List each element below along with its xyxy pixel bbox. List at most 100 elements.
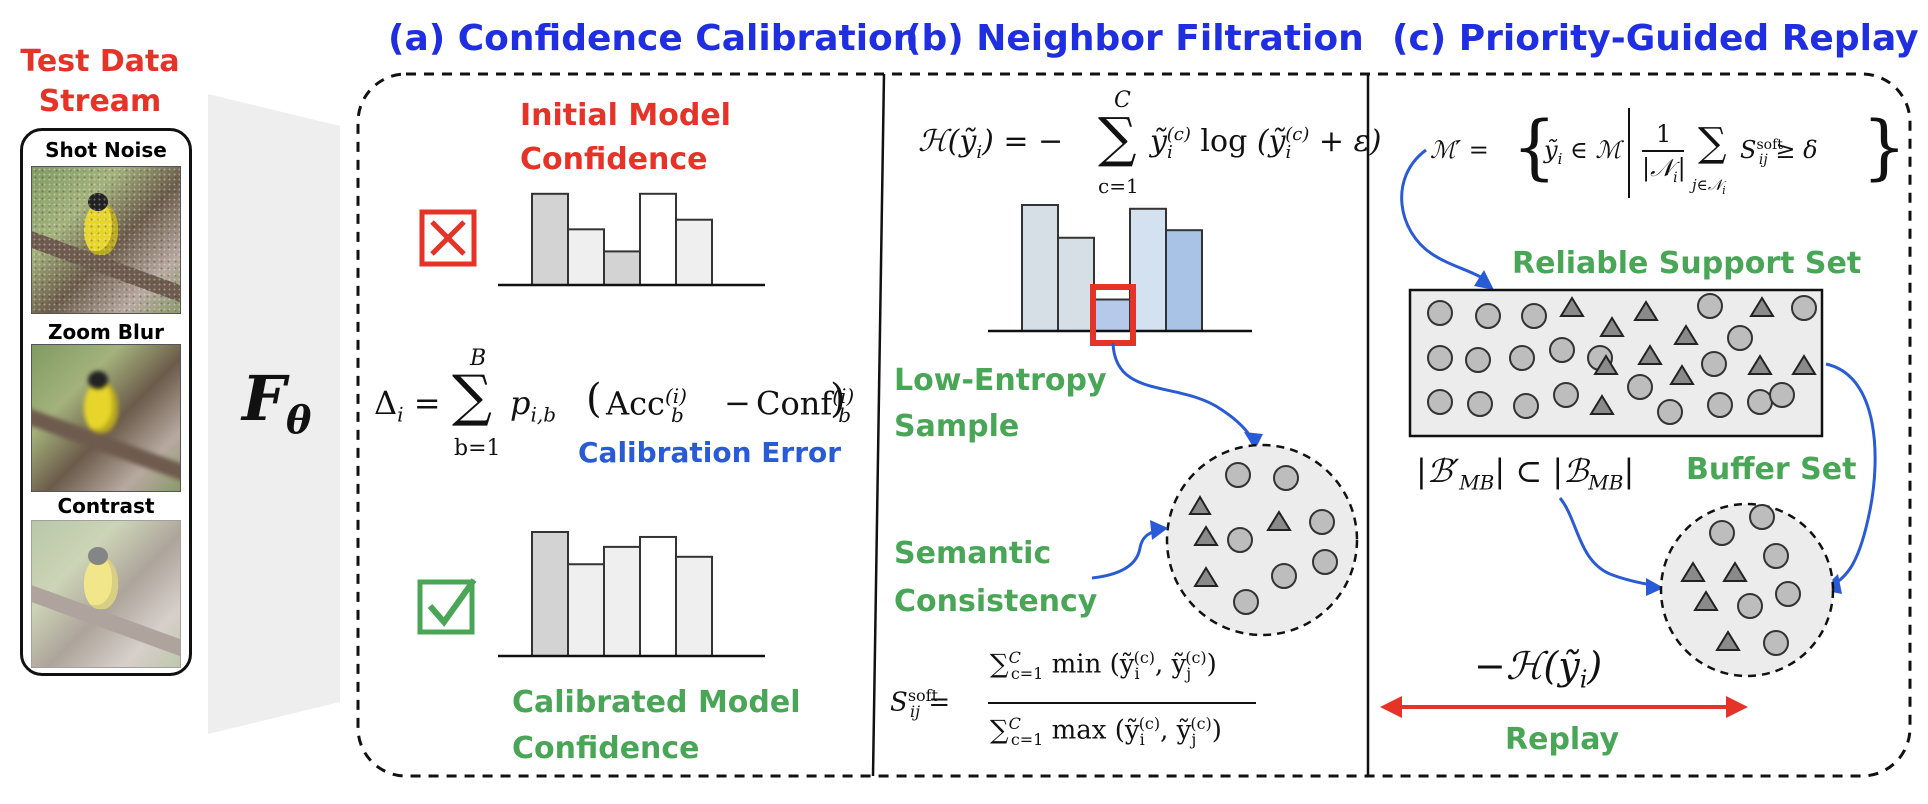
formula-conf: Conf(i)b: [756, 384, 855, 428]
semantic-line1: Semantic: [894, 536, 1052, 571]
histogram-bar: [1165, 229, 1203, 332]
correct-icon: [417, 578, 477, 635]
panel-c-heading: (c) Priority-Guided Replay: [1392, 18, 1919, 59]
stream-title: Test Data Stream: [20, 42, 180, 122]
soft-fraction-bar: [988, 702, 1256, 704]
memory-similarity: Ssoftij ≥ δ: [1740, 136, 1818, 168]
entropy-sigma: ∑: [1098, 106, 1137, 169]
memory-brace-open: {: [1512, 106, 1557, 188]
formula-acc: Acc(i)b: [606, 384, 687, 428]
stream-container: [20, 128, 192, 676]
calibrated-confidence-label: Calibrated Model Confidence: [512, 680, 801, 772]
initial-confidence-label: Initial Model Confidence: [520, 94, 731, 182]
replay-label: Replay: [1505, 722, 1620, 757]
memory-bar: [1628, 108, 1630, 198]
stream-title-line1: Test Data: [20, 44, 180, 79]
formula-paren-close: ): [830, 376, 846, 422]
divider-ab: [871, 73, 886, 777]
buffer-expr-left: |ℬ′: [1416, 452, 1460, 490]
neighbor-circle: [1312, 549, 1338, 575]
memory-sigma: ∑: [1698, 120, 1727, 166]
soft-similarity-formula: Ssoftij = ∑Cc=1 min (ỹi(c), ỹj(c)) ∑Cc=1…: [890, 640, 1270, 770]
entropy-lhs: ℋ(ỹi) = −: [918, 124, 1064, 163]
calibrated-line1: Calibrated Model: [512, 685, 801, 720]
low-entropy-label: Low-Entropy Sample: [894, 358, 1107, 450]
soft-denominator: ∑Cc=1 max (ỹi(c), ỹj(c)): [990, 714, 1222, 749]
formula-paren: (: [586, 376, 602, 422]
neighbor-circle: [1227, 527, 1253, 553]
formula-lhs: Δi =: [374, 384, 441, 427]
buffer-expr-rhs: | ⊂ |ℬ: [1494, 452, 1589, 490]
buffer-expr-sub: MB: [1459, 470, 1495, 495]
buffer-set-label: Buffer Set: [1686, 452, 1857, 487]
contrast-image: [31, 520, 181, 668]
neighbor-triangle: [1193, 525, 1219, 546]
histogram-bar: [1021, 204, 1059, 332]
soft-numerator: ∑Cc=1 min (ỹi(c), ỹj(c)): [990, 648, 1217, 683]
initial-line2: Confidence: [520, 142, 708, 177]
memory-sum-bottom: j∈𝒩i: [1692, 176, 1726, 197]
memory-brace-close: }: [1862, 106, 1907, 188]
histogram-bar: [603, 250, 641, 286]
semantic-line2: Consistency: [894, 584, 1098, 619]
model-symbol-subscript: θ: [286, 397, 312, 443]
formula-sum-top: B: [470, 346, 487, 371]
neighbor-circle: [1271, 563, 1297, 589]
neighbor-triangle: [1188, 495, 1212, 515]
incorrect-icon: [419, 209, 477, 267]
memory-frac-line: [1642, 150, 1684, 152]
semantic-consistency-label: Semantic Consistency: [894, 530, 1097, 626]
panel-a-heading: (a) Confidence Calibration: [388, 18, 919, 59]
stream-title-line2: Stream: [38, 84, 162, 119]
neighbor-circle: [1309, 509, 1335, 535]
entropy-formula: ℋ(ỹi) = − C ∑ c=1 ỹi(c) log (ỹi(c) + ε): [918, 88, 1381, 200]
neighbor-triangle: [1193, 566, 1219, 587]
model-symbol: Fθ: [242, 362, 311, 442]
stream-projection: [208, 94, 340, 734]
initial-line1: Initial Model: [520, 98, 731, 133]
entropy-sum-bottom: c=1: [1098, 174, 1139, 198]
neighbor-circle: [1273, 465, 1299, 491]
histogram-bar: [603, 545, 641, 658]
stream-label-shot-noise: Shot Noise: [45, 138, 167, 162]
formula-sum-bottom: b=1: [454, 436, 501, 461]
memory-frac-bottom: |𝒩i|: [1642, 154, 1686, 186]
entropy-sum-top: C: [1114, 88, 1131, 113]
memory-frac-top: 1: [1656, 120, 1672, 148]
soft-lhs: Ssoftij =: [890, 686, 951, 721]
memory-condition: ỹi ∈ ℳ: [1544, 136, 1622, 168]
memory-lhs: ℳ′ =: [1430, 136, 1489, 164]
shot-noise-image: [31, 166, 181, 314]
formula-minus: −: [724, 384, 751, 422]
histogram-bar: [675, 218, 713, 286]
neighbor-triangle: [1266, 510, 1292, 531]
negative-entropy: −ℋ(ỹi): [1474, 644, 1603, 694]
calibration-error-label: Calibration Error: [578, 436, 842, 469]
panel-b-heading: (b) Neighbor Filtration: [905, 18, 1364, 59]
entropy-body: ỹi(c) log (ỹi(c) + ε): [1150, 124, 1382, 163]
low-entropy-line2: Sample: [894, 409, 1020, 444]
neighbor-circle: [1233, 589, 1259, 615]
formula-sigma: ∑: [452, 364, 492, 429]
calibrated-line2: Confidence: [512, 731, 700, 766]
reliable-support-label: Reliable Support Set: [1512, 246, 1862, 281]
zoom-blur-image: [31, 344, 181, 492]
formula-body: pi,b: [510, 384, 557, 427]
buffer-expression: |ℬ′MB| ⊂ |ℬMB|: [1416, 452, 1635, 495]
stream-label-zoom-blur: Zoom Blur: [48, 320, 164, 344]
neighbor-circle: [1225, 462, 1251, 488]
memory-formula: ℳ′ = { ỹi ∈ ℳ 1 |𝒩i| ∑ j∈𝒩i Ssoftij ≥ δ …: [1430, 100, 1907, 210]
histogram-bar: [1093, 298, 1131, 332]
stream-label-contrast: Contrast: [57, 494, 155, 518]
low-entropy-line1: Low-Entropy: [894, 363, 1107, 398]
